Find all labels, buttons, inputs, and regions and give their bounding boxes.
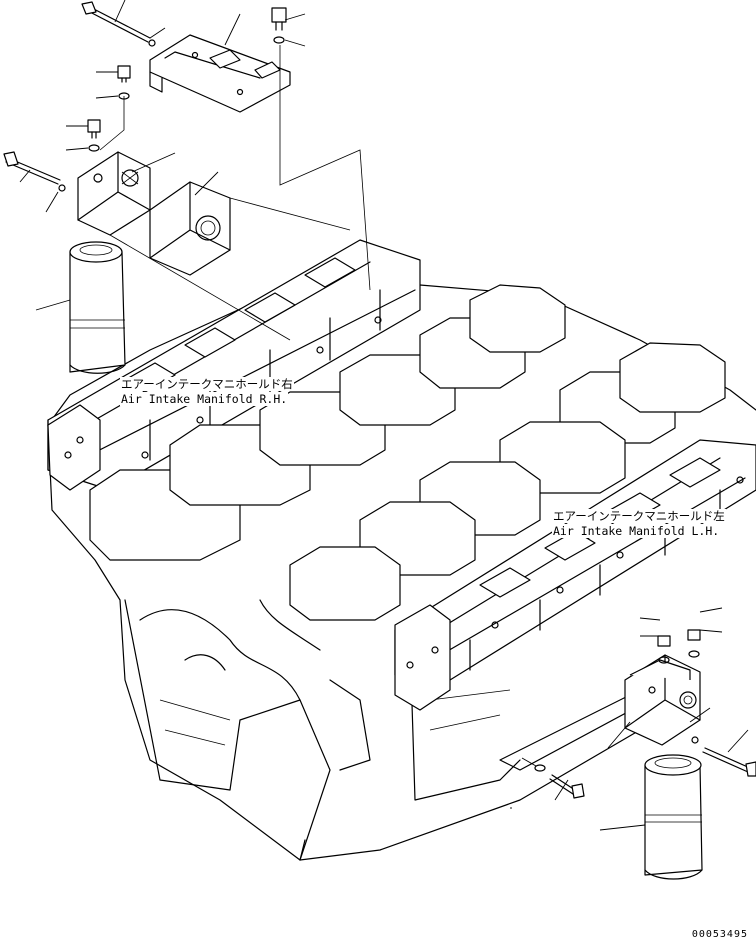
manifold-rh-label-jp: エアーインテークマニホールド右 (120, 377, 294, 391)
rh-filter-assembly (3, 1, 371, 374)
manifold-lh-label-en: Air Intake Manifold L.H. (552, 524, 721, 538)
cylinder-head-covers (89, 284, 726, 621)
manifold-lh-label-jp: エアーインテークマニホールド左 (552, 509, 726, 523)
leader-lines (19, 0, 749, 831)
manifold-rh-label-en: Air Intake Manifold R.H. (120, 392, 289, 406)
manifold-lh-rail (394, 439, 756, 711)
lh-filter-assembly (534, 629, 756, 880)
drawing-code: 00053495 (691, 929, 748, 940)
